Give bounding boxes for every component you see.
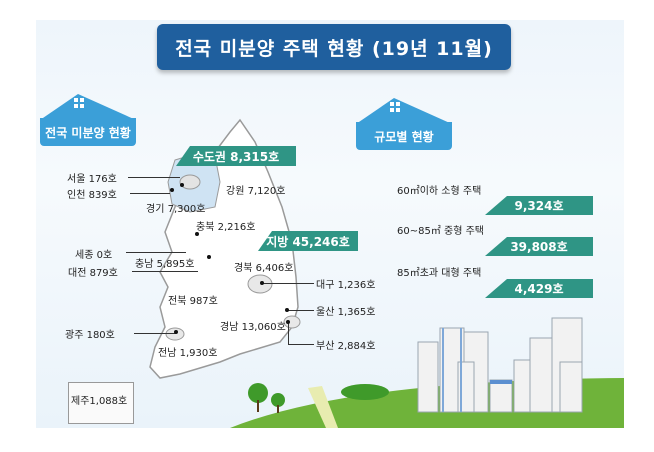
size-small-value: 9,324호 — [485, 196, 593, 215]
region-jeju: 제주1,088호 — [71, 396, 128, 407]
region-daejeon: 대전 879호 — [68, 268, 118, 279]
window-icon — [390, 102, 400, 112]
jeju-inset — [68, 382, 134, 424]
region-daegu: 대구 1,236호 — [316, 280, 376, 291]
region-gyeongnam: 경남 13,060호 — [220, 322, 286, 333]
region-gyeongbuk: 경북 6,406호 — [234, 263, 294, 274]
size-large-value: 4,429호 — [485, 279, 593, 298]
size-section-header: 규모별 현황 — [356, 98, 452, 150]
region-gyeonggi: 경기 7,300호 — [146, 204, 206, 215]
size-medium-label: 60~85㎡ 중형 주택 — [397, 226, 484, 237]
window-icon — [74, 98, 84, 108]
size-section-title: 규모별 현황 — [356, 122, 452, 150]
house-roof-icon — [356, 98, 452, 124]
page-title: 전국 미분양 주택 현황 (19년 11월) — [157, 24, 511, 70]
region-jeonbuk: 전북 987호 — [168, 296, 218, 307]
region-busan: 부산 2,884호 — [316, 341, 376, 352]
region-jeonnam: 전남 1,930호 — [158, 348, 218, 359]
national-section-header: 전국 미분양 현황 — [40, 94, 136, 146]
korea-map — [149, 118, 301, 379]
region-chungnam: 충남 5,895호 — [135, 259, 195, 270]
provinces-badge: 지방 45,246호 — [258, 231, 358, 251]
region-ulsan: 울산 1,365호 — [316, 307, 376, 318]
size-medium-value: 39,808호 — [485, 237, 593, 256]
region-chungbuk: 충북 2,216호 — [196, 222, 256, 233]
region-gangwon: 강원 7,120호 — [226, 186, 286, 197]
capital-area-badge: 수도권 8,315호 — [176, 146, 296, 166]
size-large-label: 85㎡초과 대형 주택 — [397, 268, 482, 279]
scenery-illustration — [230, 317, 624, 428]
region-incheon: 인천 839호 — [67, 190, 117, 201]
region-seoul: 서울 176호 — [67, 174, 117, 185]
region-sejong: 세종 0호 — [75, 250, 113, 261]
region-gwangju: 광주 180호 — [65, 330, 115, 341]
national-section-title: 전국 미분양 현황 — [40, 118, 136, 146]
house-roof-icon — [40, 94, 136, 120]
size-small-label: 60㎡이하 소형 주택 — [397, 186, 482, 197]
